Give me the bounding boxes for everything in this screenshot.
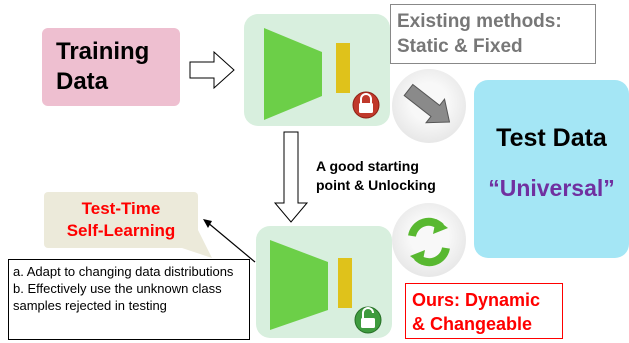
test-data-subtitle: “Universal” xyxy=(488,175,615,201)
ours-box: Ours: Dynamic & Changeable xyxy=(405,283,563,339)
outline-arrow-down xyxy=(273,131,309,223)
outline-arrow-right xyxy=(189,50,235,90)
transition-line1: A good starting xyxy=(316,158,419,174)
training-label-line1: Training xyxy=(56,38,150,65)
gray-arrow-diagonal xyxy=(403,83,451,124)
connector-arrowhead xyxy=(203,219,212,228)
model-funnel-top xyxy=(264,28,322,120)
model-funnel-bottom xyxy=(270,240,328,330)
ours-line1: Ours: Dynamic xyxy=(412,290,541,310)
training-label-line2: Data xyxy=(56,68,109,95)
model-bar-top xyxy=(336,43,350,93)
refresh-cycle-icon xyxy=(408,217,450,267)
test-data-box xyxy=(474,80,629,258)
lock-open-icon xyxy=(354,306,382,334)
transition-line2: point & Unlocking xyxy=(316,177,436,193)
model-bar-bottom xyxy=(338,258,352,308)
training-data-box: Training Data xyxy=(42,28,180,106)
existing-line2: Static & Fixed xyxy=(397,36,523,57)
existing-methods-box: Existing methods: Static & Fixed xyxy=(390,4,596,64)
test-data-title: Test Data xyxy=(496,124,607,152)
transition-label: A good starting point & Unlocking xyxy=(316,157,466,195)
benefit-item: b. Effectively use the unknown class sam… xyxy=(13,281,222,313)
existing-line1: Existing methods: xyxy=(397,11,562,32)
lock-closed-icon xyxy=(352,91,380,119)
self-learning-callout: Test-Time Self-Learning xyxy=(44,192,198,248)
callout-pointer xyxy=(176,226,212,258)
benefits-list: a. Adapt to changing data distributions … xyxy=(8,259,250,340)
benefit-item: a. Adapt to changing data distributions xyxy=(13,264,234,279)
ours-line2: & Changeable xyxy=(412,314,533,334)
self-learning-line1: Test-Time xyxy=(81,199,161,218)
self-learning-line2: Self-Learning xyxy=(66,221,176,240)
connector-line xyxy=(206,221,256,263)
